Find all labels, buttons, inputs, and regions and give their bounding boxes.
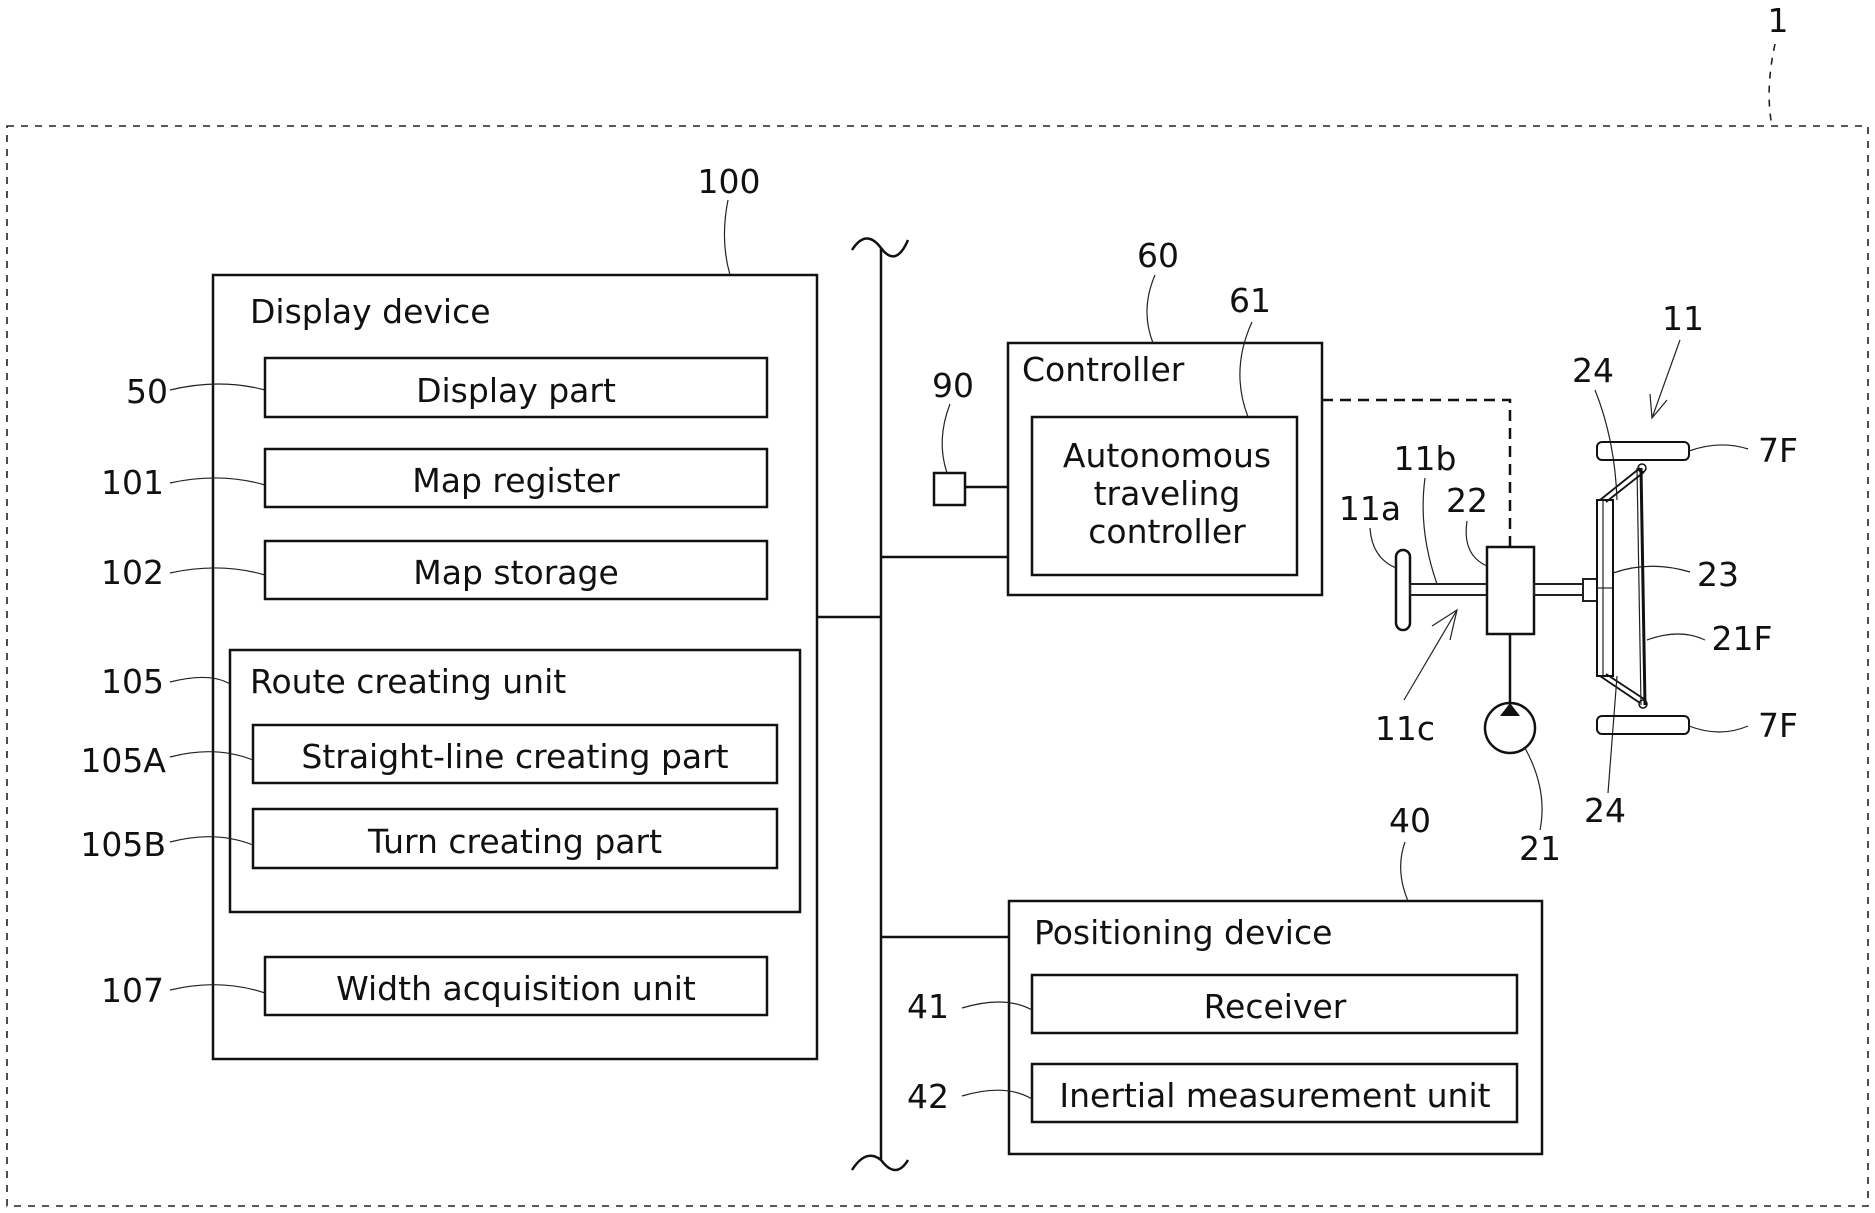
display-part-label: Display part (416, 371, 616, 410)
width-acquisition-unit-ref: 107 (101, 971, 164, 1010)
output-shaft (1533, 583, 1584, 596)
knuckle-bottom-ref: 24 (1584, 791, 1626, 830)
steering-wheel-leader (1369, 527, 1397, 569)
route-creating-unit-leader (169, 676, 231, 685)
hydraulic-pump-ref: 21 (1519, 829, 1561, 868)
display-device-ref: 100 (698, 162, 761, 201)
steering-shaft-leader (1422, 477, 1438, 585)
straight-line-creating-part-label: Straight-line creating part (301, 737, 728, 776)
turn-creating-part-label: Turn creating part (367, 822, 662, 861)
steering-shaft-ref: 11b (1394, 439, 1457, 478)
map-storage-box[interactable] (263, 539, 769, 601)
positioning-device-ref: 40 (1389, 801, 1431, 840)
positioning-device-title: Positioning device (1034, 913, 1332, 952)
hydraulic-pump-leader (1524, 747, 1543, 831)
control-valve-ref: 22 (1446, 481, 1488, 520)
switch-leader (941, 403, 951, 474)
steering-assembly-arrow (1403, 609, 1458, 701)
steering-mechanism-ref: 11 (1662, 299, 1704, 338)
map-storage-ref: 102 (101, 553, 164, 592)
front-wheel-top-leader (1688, 444, 1749, 452)
inertial-measurement-unit-box[interactable] (1030, 1062, 1519, 1124)
inertial-measurement-unit-leader (961, 1089, 1033, 1100)
turn-creating-part-leader (169, 836, 254, 846)
knuckle-top-ref: 24 (1572, 351, 1614, 390)
receiver-box[interactable] (1030, 973, 1519, 1035)
steering-mechanism-arrow (1651, 339, 1681, 419)
system-ref-label: 1 (1768, 1, 1789, 40)
width-acquisition-unit-label: Width acquisition unit (336, 969, 696, 1008)
controller-title: Controller (1022, 350, 1185, 389)
knuckle-arm-bottom (1599, 673, 1645, 704)
display-part-box[interactable] (263, 356, 769, 419)
straight-line-creating-part-box[interactable] (251, 723, 779, 785)
inertial-measurement-unit-ref: 42 (907, 1077, 949, 1116)
map-storage-label: Map storage (413, 553, 619, 592)
shaft-coupling (1582, 578, 1598, 602)
steering-assembly-arrowhead-icon (1431, 608, 1458, 641)
autonomous-line-2: traveling (1094, 474, 1241, 513)
autonomous-traveling-controller-leader (1239, 321, 1253, 418)
bus-break-top-icon (850, 237, 910, 258)
display-part-ref: 50 (126, 372, 168, 411)
knuckle-pivot-top (1637, 463, 1647, 473)
steering-wheel-ref: 11a (1339, 489, 1401, 528)
front-axle (1639, 467, 1647, 706)
front-axle-ref: 21F (1712, 619, 1773, 658)
width-acquisition-unit-box[interactable] (263, 955, 769, 1017)
positioning-device-leader (1400, 841, 1409, 902)
receiver-ref: 41 (907, 987, 949, 1026)
front-wheel-bottom (1596, 715, 1690, 735)
steering-cylinder-ref: 23 (1697, 555, 1739, 594)
system-leader-line (1768, 43, 1776, 127)
display-device-leader (723, 199, 731, 276)
receiver-label: Receiver (1204, 987, 1347, 1026)
bus-break-bottom-icon (850, 1154, 910, 1172)
inertial-measurement-unit-label: Inertial measurement unit (1059, 1076, 1490, 1115)
knuckle-arm-top (1599, 467, 1645, 503)
front-axle-edge (1636, 467, 1642, 706)
control-signal-line (1322, 398, 1512, 547)
front-wheel-top-ref: 7F (1758, 431, 1798, 470)
front-wheel-bottom-ref: 7F (1758, 706, 1798, 745)
receiver-leader (961, 1001, 1033, 1011)
route-creating-unit-ref: 105 (101, 662, 164, 701)
straight-line-creating-part-ref: 105A (80, 741, 166, 780)
steering-mechanism-arrowhead-icon (1649, 393, 1668, 420)
map-register-ref: 101 (101, 463, 164, 502)
autonomous-line-1: Autonomous (1063, 436, 1271, 475)
steering-wheel-icon[interactable] (1394, 548, 1412, 632)
straight-line-creating-part-leader (169, 751, 254, 761)
width-acquisition-unit-leader (169, 984, 266, 994)
controller-ref: 60 (1137, 236, 1179, 275)
autonomous-traveling-controller-ref: 61 (1229, 281, 1271, 320)
pump-arrow-icon (1500, 703, 1520, 716)
map-storage-leader (169, 567, 266, 576)
autonomous-traveling-controller-box[interactable] (1030, 415, 1299, 577)
system-boundary (6, 125, 1869, 1207)
turn-creating-part-ref: 105B (80, 825, 166, 864)
steering-cylinder-leader (1612, 565, 1691, 574)
knuckle-bottom-leader (1607, 675, 1618, 794)
control-valve-leader (1465, 520, 1488, 567)
steering-shaft (1409, 583, 1488, 596)
controller-leader (1146, 274, 1156, 344)
front-wheel-bottom-leader (1688, 725, 1749, 733)
turn-creating-part-box[interactable] (251, 807, 779, 870)
route-creating-unit-title: Route creating unit (250, 662, 566, 701)
steering-assembly-ref: 11c (1375, 709, 1435, 748)
display-part-leader (169, 383, 266, 391)
autonomous-line-3: controller (1088, 512, 1246, 551)
control-valve-box[interactable] (1485, 545, 1536, 636)
display-device-title: Display device (250, 292, 491, 331)
front-axle-leader (1646, 633, 1706, 641)
map-register-label: Map register (412, 461, 620, 500)
map-register-box[interactable] (263, 447, 769, 509)
switch-90-box[interactable] (932, 471, 967, 507)
knuckle-pivot-bottom (1638, 699, 1648, 709)
map-register-leader (169, 477, 266, 486)
switch-ref: 90 (932, 366, 974, 405)
